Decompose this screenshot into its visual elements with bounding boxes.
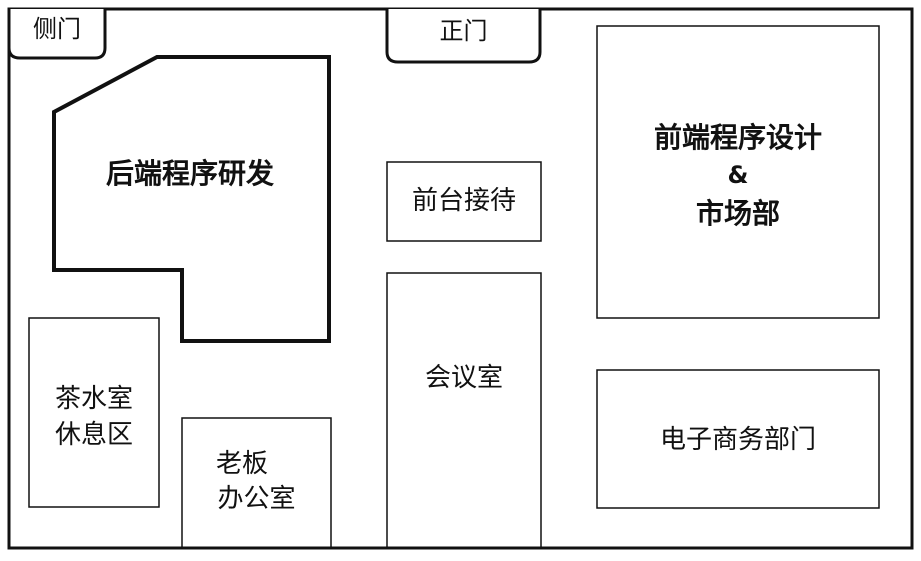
backend-room-label: 后端程序研发: [105, 157, 274, 190]
boss-office-outline: [181, 417, 332, 549]
backend-room-outline: [52, 55, 331, 343]
frontend-room-label-line3: 市场部: [695, 197, 780, 230]
tea-room-label-line2: 休息区: [54, 420, 133, 450]
ecommerce-room-label: 电子商务部门: [659, 425, 816, 455]
main-door-label: 正门: [439, 17, 488, 45]
side-door-tab: [7, 9, 107, 60]
boss-office-label-line1: 老板: [215, 449, 268, 479]
outer-wall: [7, 7, 914, 550]
boss-office-label-line2: 办公室: [217, 484, 296, 514]
side-door-label: 侧门: [33, 15, 81, 43]
ecommerce-room-outline: [596, 369, 880, 509]
meeting-room-outline: [386, 272, 542, 549]
tea-room-label-line1: 茶水室: [54, 384, 133, 414]
reception-label: 前台接待: [411, 186, 516, 216]
reception-outline: [386, 161, 542, 242]
tea-room-outline: [28, 317, 160, 508]
frontend-room-label-line1: 前端程序设计: [653, 121, 822, 154]
frontend-room-label-amp: &: [727, 161, 749, 189]
meeting-room-label: 会议室: [424, 363, 503, 393]
main-door-tab: [385, 9, 542, 64]
frontend-room-outline: [596, 25, 880, 319]
